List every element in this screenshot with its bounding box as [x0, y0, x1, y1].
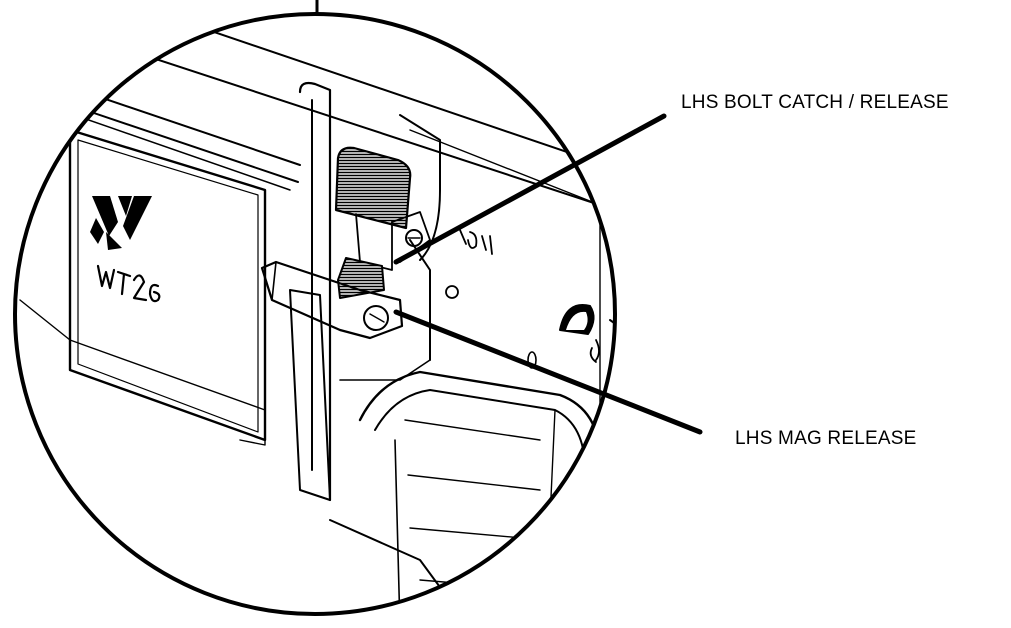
- mag-release-button: [260, 257, 404, 340]
- grip-area: [289, 81, 602, 614]
- detail-magnifier-circle: [13, 12, 617, 616]
- receiver-drawing: [15, 14, 615, 614]
- receiver-right-detail: [409, 129, 615, 461]
- brand-logo-icon: [90, 196, 152, 250]
- model-marking: [96, 264, 161, 303]
- mag-release-leader-line: [393, 309, 703, 435]
- magwell-panel: [19, 128, 267, 446]
- bolt-catch-paddle: [334, 146, 431, 271]
- bolt-catch-leader-line: [393, 113, 667, 265]
- bolt-catch-callout-label: LHS BOLT CATCH / RELEASE: [681, 92, 949, 113]
- mag-release-callout-label: LHS MAG RELEASE: [735, 428, 917, 449]
